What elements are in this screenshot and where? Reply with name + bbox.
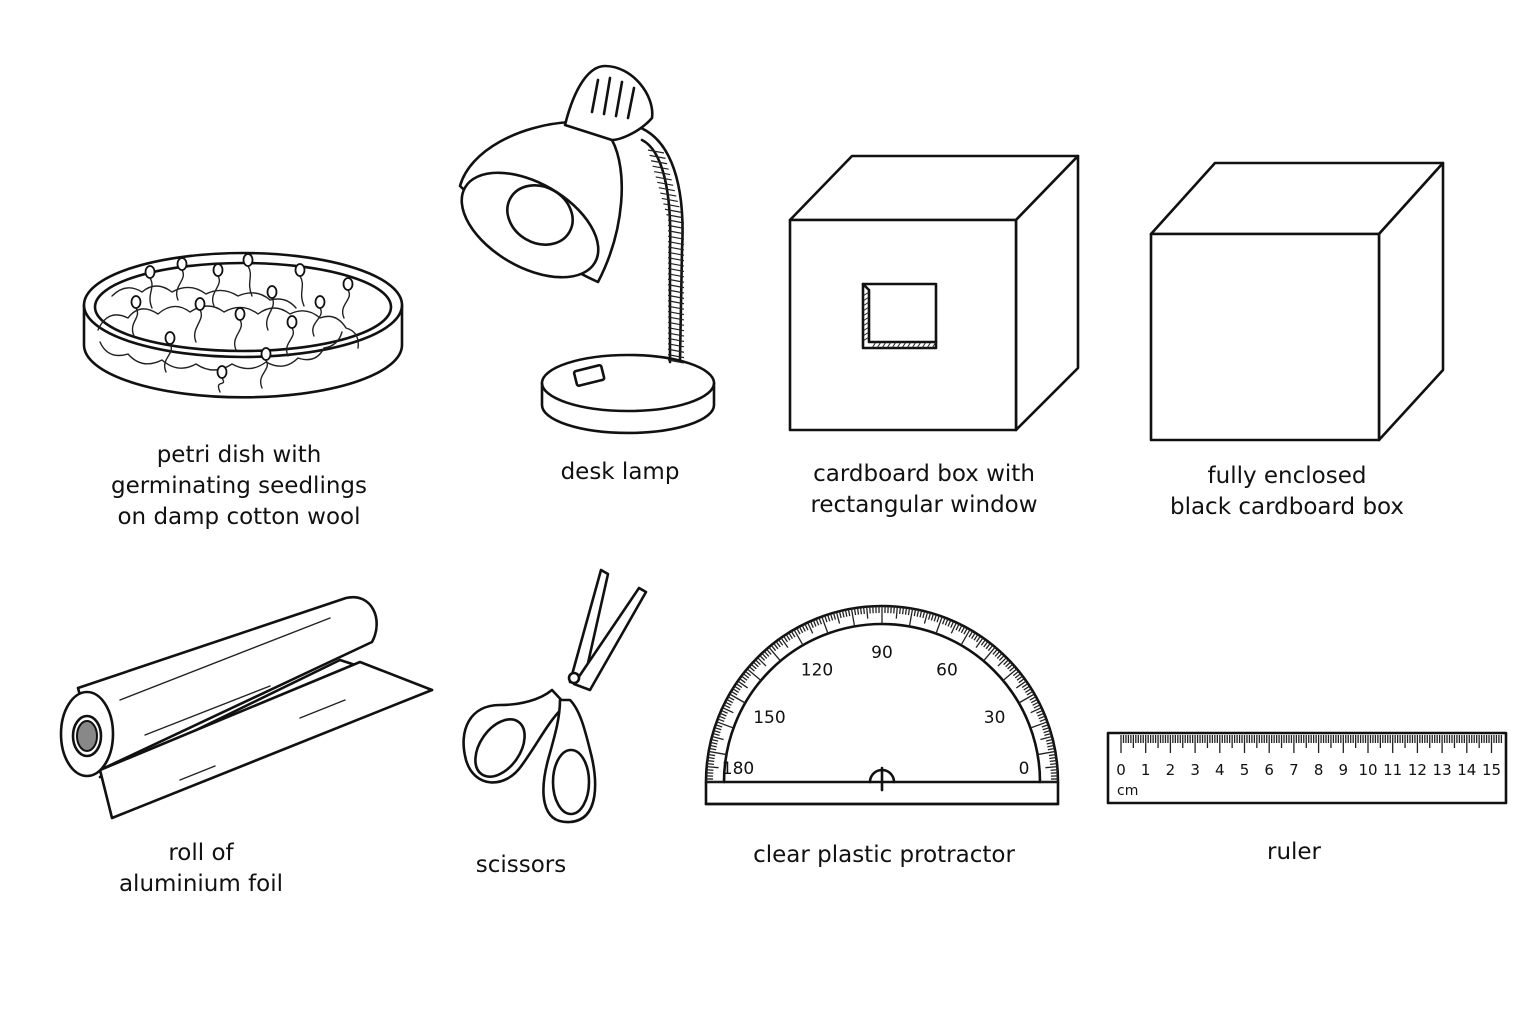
- foil-roll-illustration: [59, 595, 434, 820]
- protractor-label: 30: [984, 708, 1006, 728]
- protractor-label: 120: [801, 660, 833, 680]
- ruler-label: 2: [1166, 761, 1176, 779]
- ruler-label: 4: [1215, 761, 1225, 779]
- protractor-illustration: 0 30 60 90 120 150 180: [704, 604, 1060, 806]
- caption-black-box: fully enclosed black cardboard box: [1169, 463, 1405, 520]
- black-box-illustration: [1149, 161, 1445, 442]
- ruler-unit-label: cm: [1117, 783, 1138, 799]
- ruler-label: 12: [1408, 761, 1427, 779]
- ruler-label: 10: [1358, 761, 1377, 779]
- scissors-illustration: [462, 568, 648, 824]
- caption-scissors: scissors: [475, 852, 567, 878]
- ruler-label: 14: [1457, 761, 1476, 779]
- petri-dish-illustration: [82, 251, 404, 399]
- ruler-label: 9: [1339, 761, 1349, 779]
- protractor-label: 60: [936, 660, 958, 680]
- window-box-illustration: [788, 154, 1080, 432]
- ruler-label: 8: [1314, 761, 1324, 779]
- ruler-label: 15: [1482, 761, 1501, 779]
- ruler-label: 13: [1433, 761, 1452, 779]
- desk-lamp-illustration: [458, 64, 716, 435]
- ruler-label: 1: [1141, 761, 1151, 779]
- protractor-label: 0: [1019, 759, 1030, 779]
- caption-desk-lamp: desk lamp: [560, 459, 680, 485]
- ruler-label: 3: [1190, 761, 1200, 779]
- ruler-label: 6: [1264, 761, 1274, 779]
- ruler-label: 11: [1383, 761, 1402, 779]
- protractor-label: 90: [871, 643, 893, 663]
- caption-window-box: cardboard box with rectangular window: [810, 461, 1038, 518]
- caption-ruler: ruler: [1266, 839, 1322, 865]
- caption-petri-dish: petri dish with germinating seedlings on…: [111, 442, 367, 530]
- caption-foil: roll of aluminium foil: [118, 840, 284, 897]
- ruler-label: 7: [1289, 761, 1299, 779]
- ruler-label: 5: [1240, 761, 1250, 779]
- protractor-label: 180: [722, 759, 754, 779]
- ruler-label: 0: [1116, 761, 1126, 779]
- protractor-label: 150: [753, 708, 785, 728]
- caption-protractor: clear plastic protractor: [753, 842, 1015, 868]
